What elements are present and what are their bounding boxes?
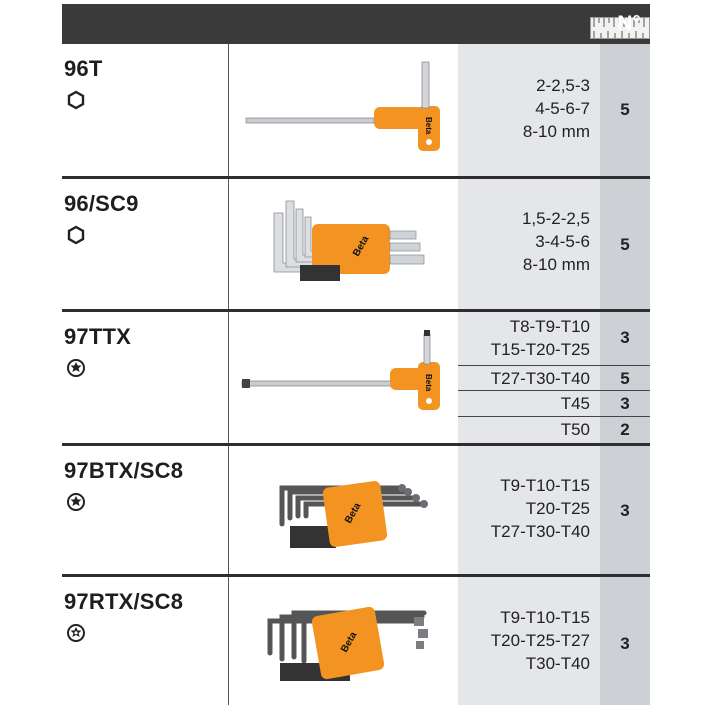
svg-text:Beta: Beta: [424, 117, 433, 135]
code-cell: 96T: [62, 44, 229, 176]
product-code: 96/SC9: [64, 191, 139, 216]
size-list: 2-2,5-3 4-5-6-7 8-10 mm: [523, 74, 590, 143]
size-list: 1,5-2-2,5 3-4-5-6 8-10 mm: [522, 207, 590, 276]
size-line: T20-T25: [525, 499, 590, 518]
hexagon-icon: [67, 90, 85, 110]
size-list: T8-T9-T10 T15-T20-T25: [458, 315, 590, 361]
table-row: 97TTX Beta T8-T9-T10 T15-T20-T25 3 T27-T…: [62, 312, 650, 444]
tool-image-cell: Beta: [230, 312, 458, 444]
quantity-value: 5: [620, 369, 630, 388]
size-line: T45: [560, 394, 590, 413]
size-cell: T9-T10-T15 T20-T25 T27-T30-T40: [458, 446, 600, 574]
tamper-torx-icon: [67, 624, 85, 642]
tool-image-cell: Beta: [230, 577, 458, 705]
row-divider: [62, 309, 650, 312]
code-cell: 97BTX/SC8: [62, 446, 229, 574]
quantity-cell: [600, 312, 650, 444]
table-row: 96/SC9 Beta 1,5-2-2,5 3-4-5-6: [62, 179, 650, 309]
row-divider: [62, 176, 650, 179]
code-cell: 97TTX: [62, 312, 229, 444]
size-column-header: [520, 4, 661, 44]
code-cell: 96/SC9: [62, 179, 229, 309]
quantity-cell: 3: [600, 446, 650, 574]
quantity-value: 3: [620, 394, 630, 413]
table-row: 96T Beta 2-2,5-3 4-5-6-7 8-10 mm 5: [62, 44, 650, 176]
product-code: 96T: [64, 56, 103, 81]
quantity-cell: 5: [600, 44, 650, 176]
quantity-cell: 3: [600, 577, 650, 705]
quantity-value: 5: [620, 235, 630, 254]
table-row: 97RTX/SC8 Beta T9-T10-T15 T2: [62, 577, 650, 705]
size-line: 8-10 mm: [522, 255, 590, 274]
hexagon-icon: [67, 225, 85, 245]
size-line: T27-T30-T40: [490, 369, 590, 388]
quantity-value: 3: [620, 634, 630, 653]
size-line: T50: [560, 420, 590, 439]
size-line: T15-T20-T25: [490, 340, 590, 359]
tool-image-cell: Beta: [230, 446, 458, 574]
size-line: 8-10 mm: [522, 122, 590, 141]
product-code: 97BTX/SC8: [64, 458, 184, 483]
quantity-cell: 5: [600, 179, 650, 309]
hex-t-handle-key-icon: Beta: [245, 61, 440, 151]
quantity-value: 5: [620, 100, 630, 119]
size-line: 1,5-2-2,5: [521, 209, 590, 228]
size-line: T9-T10-T15: [500, 608, 590, 627]
subrow-divider: [458, 390, 650, 391]
size-line: T30-T40: [525, 654, 590, 673]
size-line: T20-T25-T27: [490, 631, 590, 650]
tool-image-cell: Beta: [230, 44, 458, 176]
hex-key-set-icon: Beta: [273, 200, 425, 281]
subrow-divider: [458, 365, 650, 366]
tamper-torx-key-set-icon: Beta: [267, 606, 428, 681]
ruler-icon: [590, 17, 650, 39]
product-code: 97RTX/SC8: [64, 589, 184, 614]
svg-text:Beta: Beta: [424, 374, 433, 392]
size-line: T27-T30-T40: [490, 522, 590, 541]
size-line: 2-2,5-3: [536, 76, 590, 95]
table-row: 97BTX/SC8 Beta T9-T10-T15 T20-T25: [62, 446, 650, 574]
torx-ball-key-set-icon: Beta: [279, 481, 428, 548]
size-cell: T9-T10-T15 T20-T25-T27 T30-T40: [458, 577, 600, 705]
size-line: 3-4-5-6: [535, 232, 590, 251]
row-divider: [62, 443, 650, 446]
size-line: T9-T10-T15: [500, 476, 590, 495]
torx-t-handle-key-icon: Beta: [241, 330, 440, 410]
table-header: N°: [62, 4, 650, 44]
quantity-value: 2: [620, 420, 630, 439]
size-line: 4-5-6-7: [535, 99, 590, 118]
torx-icon: [67, 493, 85, 511]
subrow-divider: [458, 416, 650, 417]
quantity-value: 3: [620, 501, 630, 520]
code-cell: 97RTX/SC8: [62, 577, 229, 705]
tool-image-cell: Beta: [230, 179, 458, 309]
row-divider: [62, 574, 650, 577]
product-code: 97TTX: [64, 324, 132, 349]
size-list: T9-T10-T15 T20-T25 T27-T30-T40: [491, 474, 590, 543]
size-line: T8-T9-T10: [509, 317, 590, 336]
size-cell: 2-2,5-3 4-5-6-7 8-10 mm: [458, 44, 600, 176]
torx-icon: [67, 359, 85, 377]
size-cell: 1,5-2-2,5 3-4-5-6 8-10 mm: [458, 179, 600, 309]
size-cell: [458, 312, 600, 444]
quantity-value: 3: [620, 328, 630, 347]
quantity-column-header: N°: [617, 12, 641, 35]
size-list: T9-T10-T15 T20-T25-T27 T30-T40: [491, 606, 590, 675]
